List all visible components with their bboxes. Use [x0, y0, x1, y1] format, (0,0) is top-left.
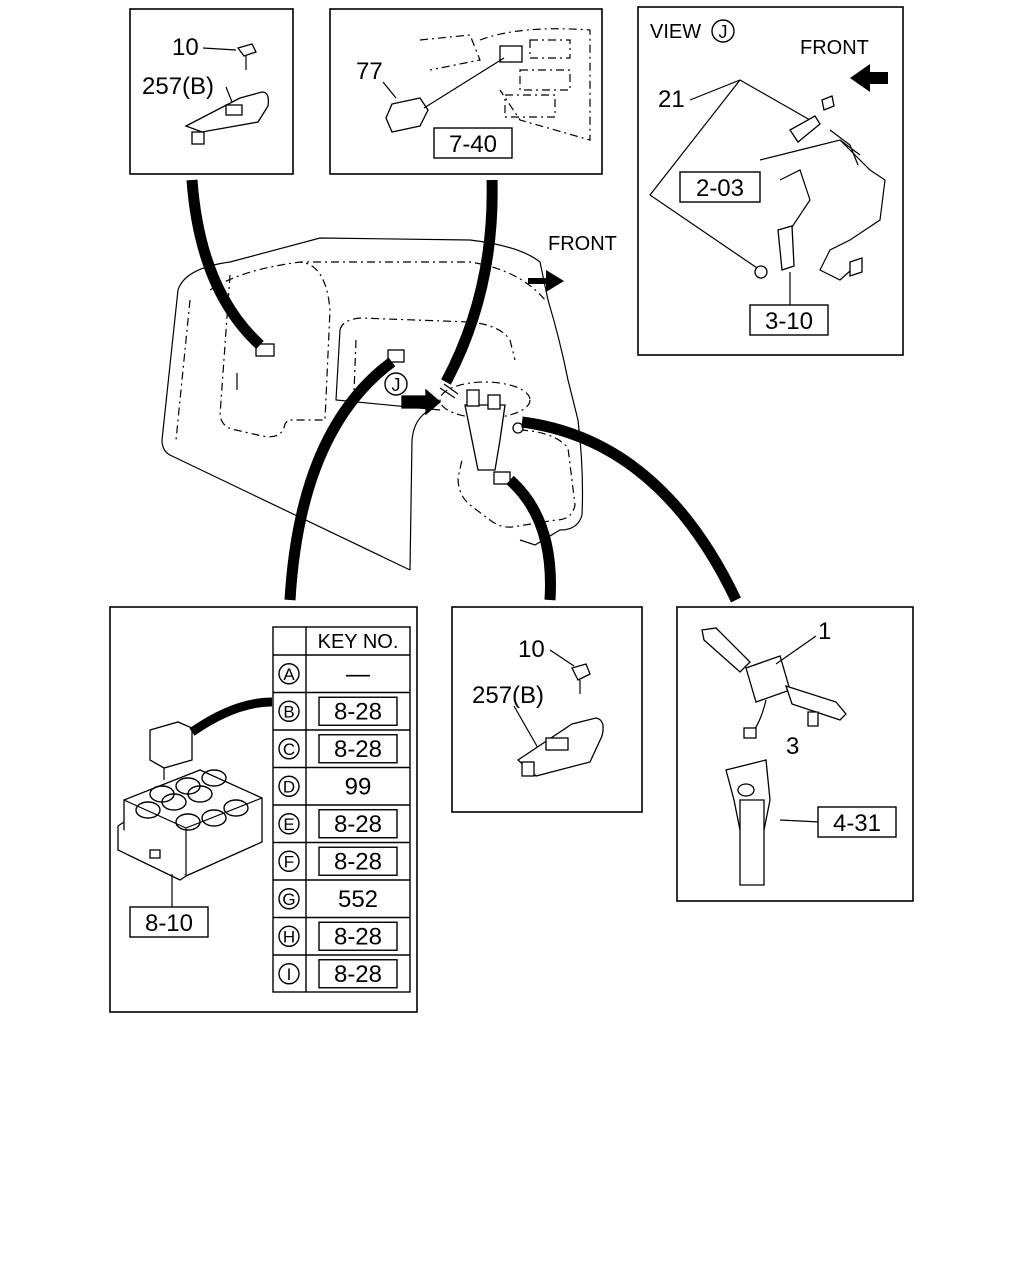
panel-window-switch-left: 10 257(B): [129, 8, 294, 175]
panel-hazard-switch: 77 7-40: [329, 8, 603, 175]
key-ref-box: [318, 921, 398, 951]
combination-ref-4-31: 4-31: [833, 810, 881, 837]
row-letter-circle: [278, 738, 300, 760]
row-letter: B: [283, 702, 294, 721]
screw-number: 10: [172, 34, 199, 61]
row-letter-circle: [278, 963, 300, 985]
switch-number-right: 257(B): [472, 682, 544, 709]
panel-window-switch-right: 10 257(B): [451, 606, 643, 813]
leader-lines: [186, 179, 741, 603]
relay-sockets: [135, 769, 249, 831]
row-letter: A: [283, 665, 295, 684]
view-front-label: FRONT: [800, 37, 869, 59]
panel-view-j: VIEW J FRONT 21 2-03 3-10: [637, 6, 904, 356]
key-number: 8-28: [334, 923, 382, 950]
row-letter: I: [287, 965, 292, 984]
vehicle-interior-view: J FRONT: [161, 233, 617, 571]
row-letter-circle: [278, 813, 300, 835]
combination-switch-number: 1: [818, 618, 831, 645]
row-letter-circle: [278, 700, 300, 722]
key-number: 99: [345, 773, 372, 800]
row-letter-circle: [278, 850, 300, 872]
row-letter: D: [283, 777, 295, 796]
key-number: 552: [338, 886, 378, 913]
key-table-header: KEY NO.: [318, 631, 399, 653]
key-number: 8-28: [334, 848, 382, 875]
view-part-21: 21: [658, 86, 685, 113]
screw-number-right: 10: [518, 636, 545, 663]
view-front-arrow-icon: [850, 64, 888, 92]
row-letter: C: [283, 740, 295, 759]
main-front-arrow-icon: [528, 270, 564, 292]
view-title: VIEW: [650, 21, 701, 43]
switch-number: 257(B): [142, 73, 214, 100]
row-letter-circle: [278, 775, 300, 797]
view-marker-j: J: [392, 375, 401, 395]
key-ref-box: [318, 696, 398, 726]
main-front-label: FRONT: [548, 233, 617, 255]
hazard-ref-7-40: 7-40: [449, 131, 497, 158]
key-number: 8-28: [334, 961, 382, 988]
row-letter: F: [284, 852, 294, 871]
view-ref-2-03: 2-03: [696, 175, 744, 202]
key-number: —: [346, 661, 370, 688]
key-ref-box: [318, 846, 398, 876]
key-ref-box: [318, 734, 398, 764]
row-letter: E: [283, 815, 294, 834]
row-letter-circle: [278, 925, 300, 947]
view-ref-3-10: 3-10: [765, 308, 813, 335]
key-number: 8-28: [334, 698, 382, 725]
panel-combination-switch: 1 3 4-31: [676, 606, 914, 902]
key-number: 8-28: [334, 736, 382, 763]
relay-box-ref-8-10: 8-10: [145, 910, 193, 937]
key-ref-box: [318, 809, 398, 839]
row-letter: H: [283, 927, 295, 946]
key-number: 8-28: [334, 811, 382, 838]
key-ref-box: [318, 959, 398, 989]
row-letter: G: [282, 890, 295, 909]
view-j-letter: J: [719, 22, 728, 42]
hazard-switch-number: 77: [356, 58, 383, 85]
row-letter-circle: [278, 663, 300, 685]
row-letter-circle: [278, 888, 300, 910]
combination-screw-number: 3: [786, 733, 799, 760]
